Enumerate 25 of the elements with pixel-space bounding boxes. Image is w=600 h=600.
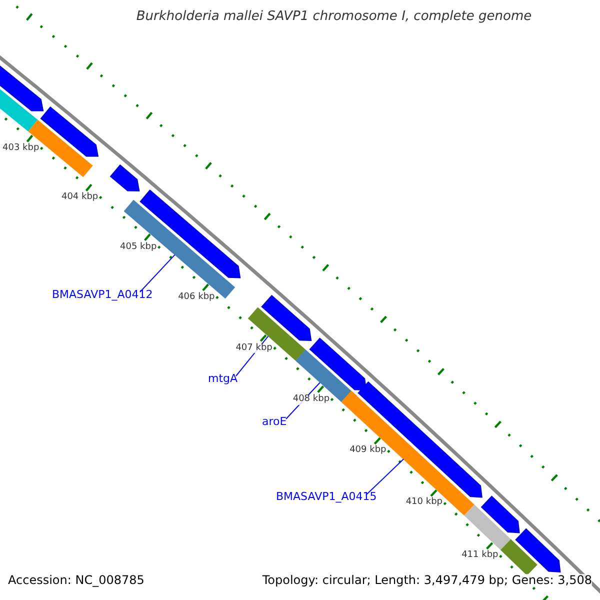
gene-label: mtgA xyxy=(208,373,238,386)
leader-line xyxy=(366,458,404,496)
title-text: Burkholderia mallei SAVP1 chromosome I, complete genome xyxy=(135,10,533,24)
gene-feature xyxy=(110,164,140,192)
position-label: 408 kbp xyxy=(292,394,330,405)
gene-label: aroE xyxy=(262,416,287,428)
position-label: 407 kbp xyxy=(236,344,272,354)
gene-label: BMASAVP1_A0415 xyxy=(276,491,377,504)
gene-label: BMASAVP1_A0412 xyxy=(52,289,153,302)
position-label: 405 kbp xyxy=(120,242,157,253)
position-label: 404 kbp xyxy=(61,193,98,204)
position-label: 403 kbp xyxy=(2,144,40,154)
gene-feature xyxy=(140,190,241,278)
leader-line xyxy=(140,254,176,292)
position-label: 409 kbp xyxy=(350,446,386,456)
gene-feature xyxy=(480,496,520,534)
gene-feature xyxy=(40,106,99,157)
gene-feature xyxy=(261,294,312,342)
position-label: 411 kbp xyxy=(462,551,498,561)
gene-feature xyxy=(309,338,367,391)
position-label: 410 kbp xyxy=(406,498,442,508)
accession-text: Accession: NC_008785 xyxy=(8,574,144,588)
position-label: 406 kbp xyxy=(178,293,215,303)
genome-stats-text: Topology: circular; Length: 3,497,479 bp; Genes: 3,508 xyxy=(262,574,592,588)
gene-bar xyxy=(464,504,511,550)
